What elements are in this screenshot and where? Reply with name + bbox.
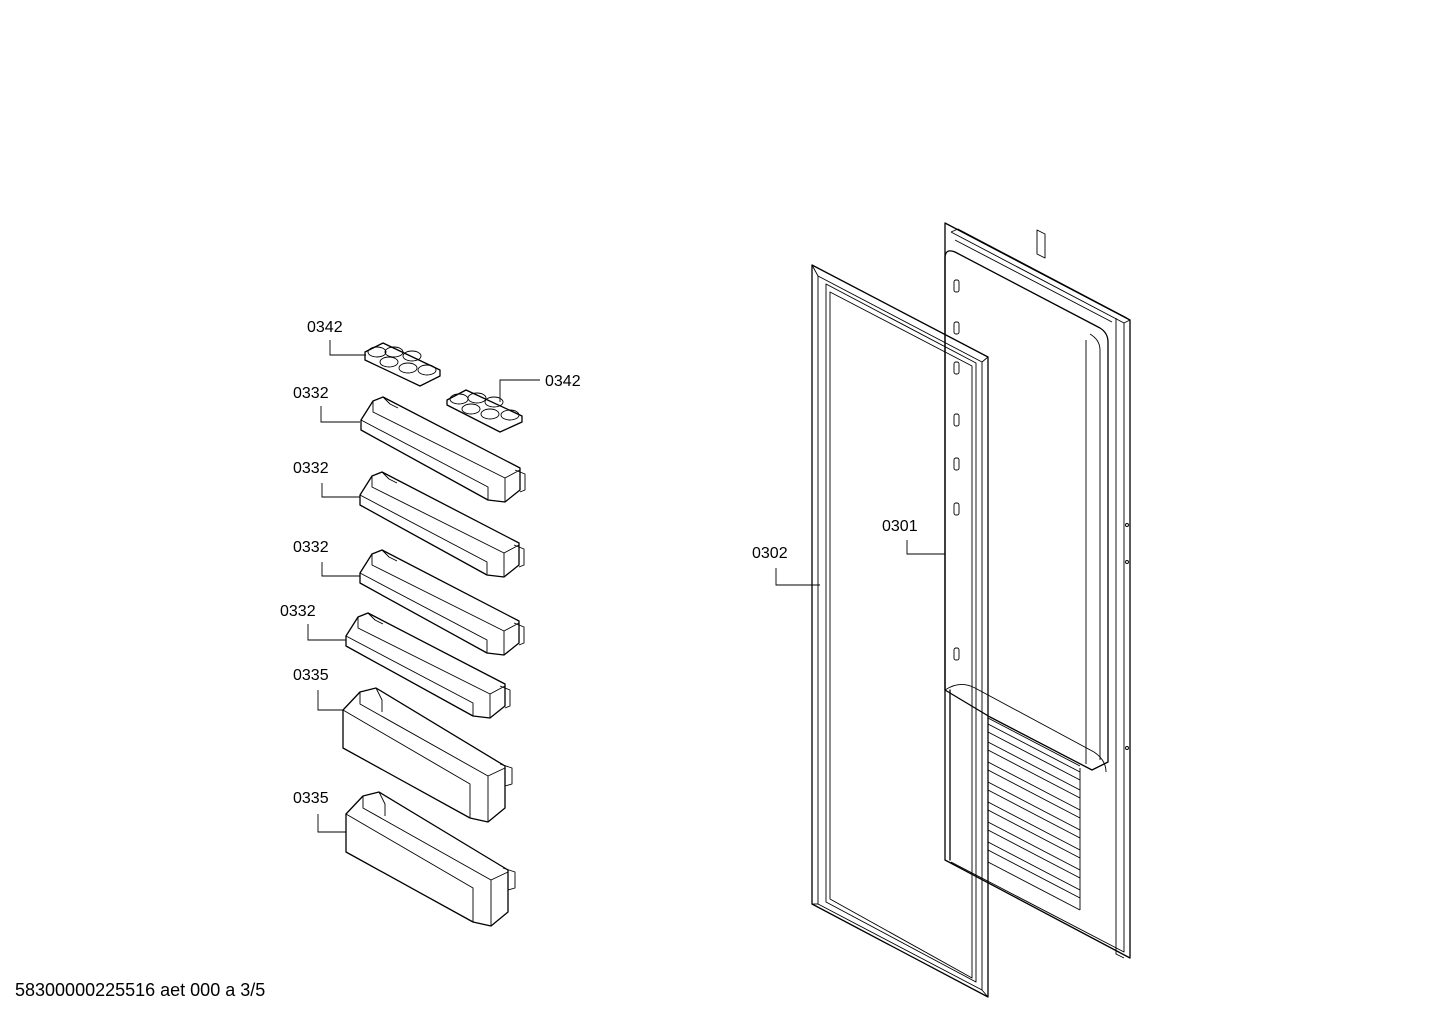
callout-egg-tray-right: 0342: [545, 373, 581, 390]
callout-door-shelf-3: 0332: [293, 539, 329, 556]
callout-bottle-shelf-2: 0335: [293, 790, 329, 807]
callout-door-gasket: 0302: [752, 545, 788, 562]
callout-inner-door-panel: 0301: [882, 518, 918, 535]
leader-lines: [307, 340, 945, 833]
document-code: 58300000225516 aet 000 a 3/5: [15, 980, 266, 1000]
callout-door-shelf-4: 0332: [280, 603, 316, 620]
callout-bottle-shelf-1: 0335: [293, 667, 329, 684]
callout-door-shelf-1: 0332: [293, 385, 329, 402]
egg-tray-0342-upper: [364, 342, 441, 387]
callout-egg-tray-upper: 0342: [307, 319, 343, 336]
door-shelf-0332-2: [359, 471, 525, 578]
door-shelf-0332-1: [360, 396, 526, 503]
egg-tray-0342-right: [446, 389, 523, 433]
bottle-shelf-0335-1: [342, 687, 513, 823]
callout-door-shelf-2: 0332: [293, 460, 329, 477]
bottle-shelf-0335-2: [345, 791, 516, 927]
door-shelf-0332-4: [345, 612, 511, 719]
inner-door-panel-0301: [944, 222, 1131, 959]
door-shelf-0332-3: [359, 549, 525, 656]
door-gasket-0302: [811, 264, 989, 998]
